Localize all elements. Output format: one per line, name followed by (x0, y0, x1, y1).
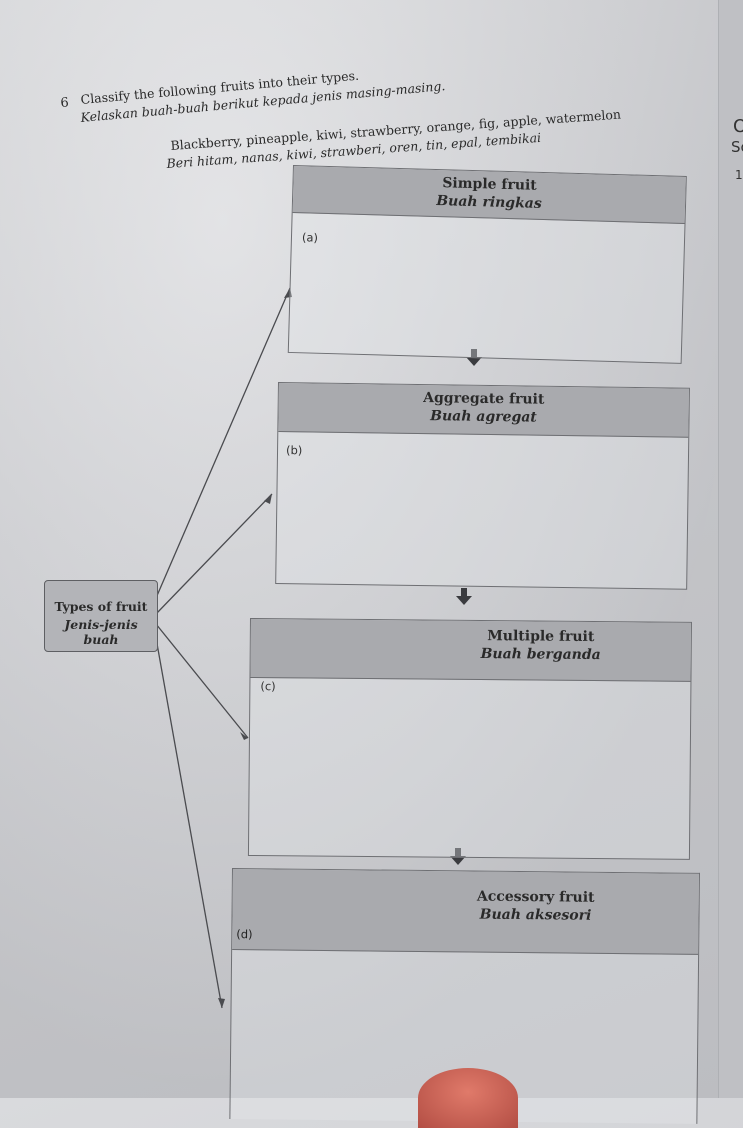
aggregate-fruit-header: Aggregate fruit Buah agregat (278, 383, 689, 438)
connector-simple (155, 287, 291, 599)
arrow-icon (240, 732, 248, 740)
answer-label-a: (a) (301, 230, 319, 245)
simple-fruit-header: Simple fruit Buah ringkas (292, 166, 686, 224)
margin-char-b: Sc (731, 138, 743, 156)
accessory-fruit-header: Accessory fruit Buah aksesori (232, 869, 699, 955)
connector-lines (155, 287, 482, 1009)
accessory-fruit-title-malay: Buah aksesori (479, 906, 592, 924)
margin-char-a: O (733, 116, 743, 137)
multiple-fruit-box[interactable]: Multiple fruit Buah berganda (c) (247, 618, 692, 860)
types-of-fruit-box: Types of fruit Jenis-jenis buah (44, 580, 158, 652)
next-page-edge: O Sc 1 (718, 0, 743, 1098)
margin-char-c: 1 (735, 168, 743, 182)
multiple-fruit-title-malay: Buah berganda (480, 646, 601, 664)
multiple-fruit-header: Multiple fruit Buah berganda (250, 619, 691, 682)
answer-label-d: (d) (236, 927, 253, 942)
aggregate-fruit-box[interactable]: Aggregate fruit Buah agregat (b) (275, 382, 690, 590)
down-arrow-icon (456, 588, 472, 605)
simple-fruit-box[interactable]: Simple fruit Buah ringkas (a) (287, 165, 687, 364)
arrow-icon (264, 494, 272, 504)
answer-label-c: (c) (260, 679, 276, 694)
types-of-fruit-title: Types of fruit (54, 599, 148, 614)
down-arrow-icon (466, 349, 482, 366)
arrow-icon (218, 998, 225, 1008)
answer-label-b: (b) (285, 443, 303, 458)
types-of-fruit-title-malay: Jenis-jenis buah (64, 617, 138, 647)
connector-aggregate (155, 493, 273, 615)
finger-image (418, 1068, 518, 1128)
arrow-icon (284, 288, 292, 298)
down-arrow-icon (450, 848, 466, 865)
connector-accessory (155, 637, 223, 1009)
connector-multiple (155, 623, 249, 739)
